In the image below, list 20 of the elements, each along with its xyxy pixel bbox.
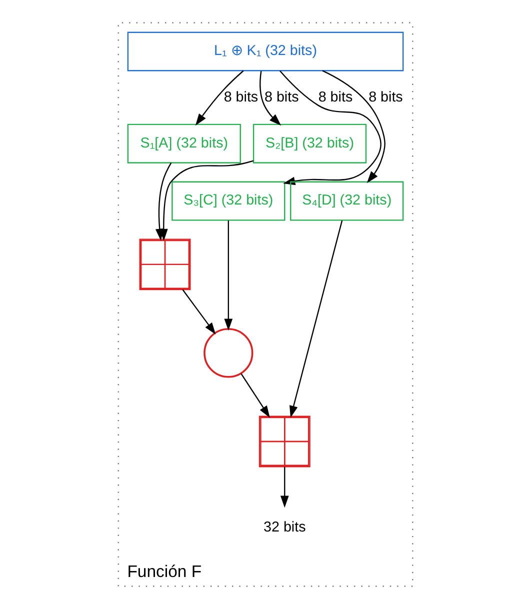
arrow	[280, 466, 289, 508]
edge-label: 8 bits	[368, 89, 403, 106]
node-circle	[204, 328, 254, 378]
arrow	[322, 70, 386, 184]
node-box: S₂[B] (32 bits)	[252, 124, 367, 164]
edge-label: 8 bits	[224, 89, 258, 106]
arrow	[240, 373, 270, 418]
arrow	[195, 70, 244, 126]
arrow	[182, 289, 216, 335]
edge-label: 8 bits	[318, 89, 353, 106]
node-box: S₁[A] (32 bits)	[127, 124, 241, 164]
arrow	[224, 220, 233, 331]
node-box: S₄[D] (32 bits)	[290, 181, 404, 221]
arrow	[260, 70, 282, 126]
edge-label: 8 bits	[264, 89, 299, 106]
node-box: L₁ ⊕ K₁ (32 bits)	[127, 32, 404, 72]
arrow	[290, 220, 343, 418]
arrow	[159, 160, 254, 241]
node-text: 32 bits	[264, 519, 306, 536]
node-box: S₃[C] (32 bits)	[172, 181, 286, 221]
